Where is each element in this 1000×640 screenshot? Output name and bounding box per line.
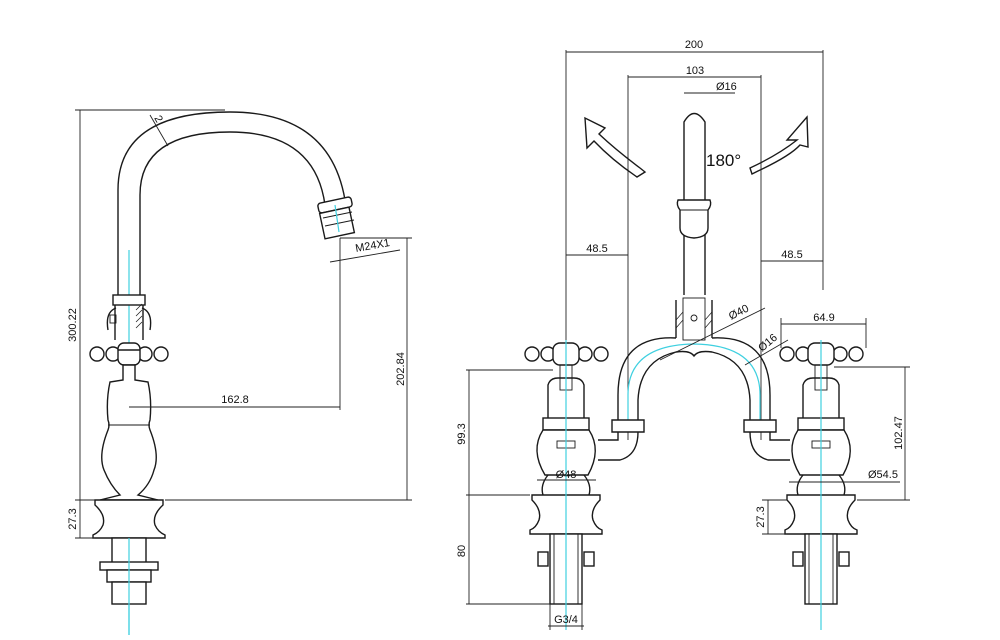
dim-bridge-diameter: Ø40: [727, 303, 751, 323]
dim-right-valve-height: 102.47: [893, 416, 905, 450]
right-valve: [779, 340, 864, 630]
left-valve: [524, 340, 609, 630]
dim-spout-diameter: Ø16: [716, 81, 737, 93]
dim-left-body-diameter: Ø48: [556, 469, 577, 481]
cross-handle-icon: [89, 342, 169, 366]
dim-overall-width: 200: [685, 39, 703, 51]
dim-right-base-height: 27.3: [755, 506, 767, 527]
dim-handle-width: 64.9: [813, 312, 834, 324]
dim-tail-length: 80: [456, 545, 468, 557]
dim-base-height: 27.3: [67, 508, 79, 529]
dim-right-body-diameter: Ø54.5: [868, 469, 898, 481]
rotation-arrow-left-icon: [584, 116, 647, 178]
side-view: 300.22 27.3 202.84 162.8 M24X1 2: [67, 109, 412, 635]
dim-total-height: 300.22: [67, 308, 79, 342]
dim-left-offset: 48.5: [586, 243, 607, 255]
rotation-arrow-right-icon: [749, 115, 809, 175]
dim-tail-thread: G3/4: [554, 614, 578, 626]
dim-right-offset: 48.5: [781, 249, 802, 261]
rotation-angle-label: 180°: [706, 151, 741, 170]
dim-spout-height: 202.84: [395, 352, 407, 386]
dim-left-valve-height: 99.3: [456, 423, 468, 444]
dim-aerator-thread: M24X1: [354, 237, 390, 255]
front-view: 200 103 Ø16 180°: [456, 39, 910, 630]
dim-spout-reach: 162.8: [221, 394, 249, 406]
dim-spout-span: 103: [686, 65, 704, 77]
dim-bridge-pipe-diameter: Ø16: [756, 332, 780, 355]
dim-pipe-wall: 2: [151, 114, 164, 125]
